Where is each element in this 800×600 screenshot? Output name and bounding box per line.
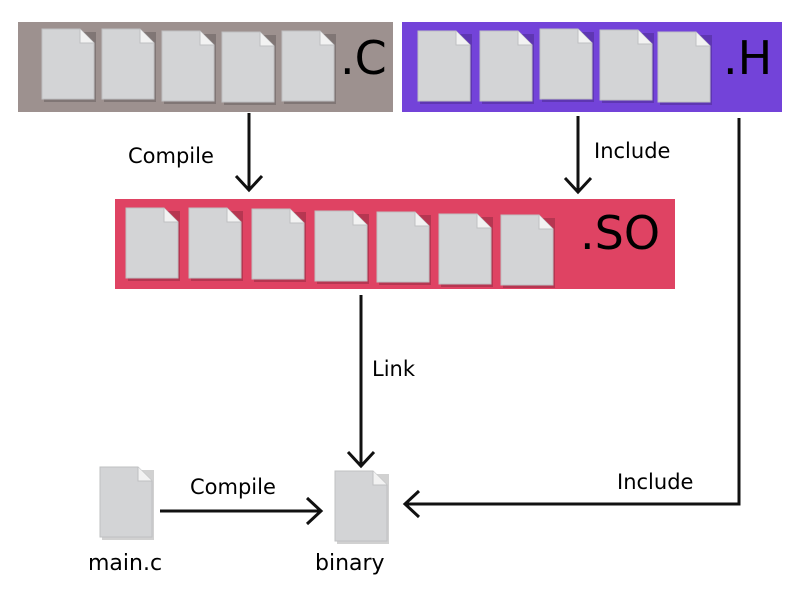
h-header-files — [417, 28, 713, 106]
edge-include-h-to-so: Include — [563, 116, 670, 195]
h-file-icon — [417, 30, 473, 105]
c-file-icon — [41, 28, 97, 103]
so-file-icon — [125, 207, 181, 282]
c-file-icon — [281, 30, 337, 105]
compile-arrowhead — [234, 174, 264, 193]
so-library-group: .SO — [115, 199, 675, 289]
so-file-icon — [376, 211, 432, 286]
h-file-icon — [479, 30, 535, 105]
include-arrowhead — [563, 176, 593, 195]
main-c-node: main.c — [88, 466, 162, 576]
so-file-icon — [500, 214, 556, 289]
c-file-icon — [221, 31, 277, 106]
main-c-file-icon — [99, 466, 155, 541]
edge-compile-c-to-so: Compile — [128, 113, 264, 193]
c-source-files — [41, 28, 337, 106]
c-source-group: .C — [18, 22, 393, 112]
h-header-group: .H — [402, 22, 782, 112]
h-extension-label: .H — [723, 31, 772, 85]
compile-edge-label: Compile — [128, 144, 214, 168]
so-extension-label: .SO — [580, 206, 660, 260]
so-file-icon — [438, 213, 494, 288]
include-binary-edge-label: Include — [617, 470, 693, 494]
compile-main-edge-label: Compile — [190, 475, 276, 499]
include-edge-label: Include — [594, 139, 670, 163]
so-file-icon — [314, 210, 370, 285]
so-library-files — [125, 207, 556, 289]
link-arrowhead — [346, 450, 376, 469]
include-binary-arrowhead — [402, 489, 421, 519]
binary-label: binary — [315, 551, 385, 576]
c-extension-label: .C — [340, 31, 387, 85]
binary-node: binary — [315, 470, 390, 576]
c-file-icon — [101, 28, 157, 103]
include-binary-arrow — [406, 118, 741, 506]
h-file-icon — [657, 31, 713, 106]
so-file-icon — [188, 207, 244, 282]
so-file-icon — [251, 208, 307, 283]
link-edge-label: Link — [372, 357, 416, 381]
edge-link-so-to-binary: Link — [346, 295, 416, 469]
h-file-icon — [599, 29, 655, 104]
main-c-label: main.c — [88, 551, 162, 576]
c-file-icon — [161, 30, 217, 105]
binary-file-icon — [334, 470, 390, 545]
edge-compile-main-to-binary: Compile — [160, 475, 324, 526]
edge-include-h-to-binary: Include — [402, 118, 741, 519]
h-file-icon — [539, 28, 595, 103]
compile-main-arrowhead — [305, 496, 324, 526]
